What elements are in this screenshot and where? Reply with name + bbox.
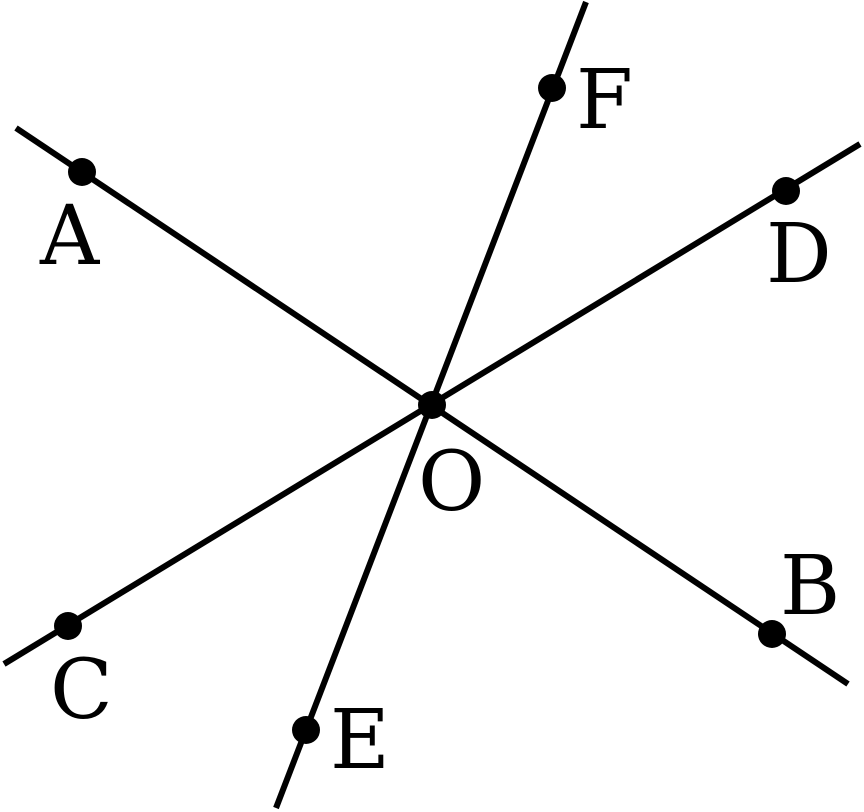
point-d	[772, 177, 800, 205]
label-c: C	[50, 643, 113, 738]
label-b: B	[780, 539, 840, 634]
point-c	[54, 612, 82, 640]
label-e: E	[330, 693, 390, 788]
label-f: F	[576, 53, 633, 148]
point-e	[292, 716, 320, 744]
point-a	[68, 158, 96, 186]
label-o: O	[418, 435, 485, 530]
point-o	[418, 391, 446, 419]
point-f	[538, 74, 566, 102]
label-d: D	[766, 207, 832, 302]
label-a: A	[39, 189, 101, 284]
point-b	[758, 620, 786, 648]
